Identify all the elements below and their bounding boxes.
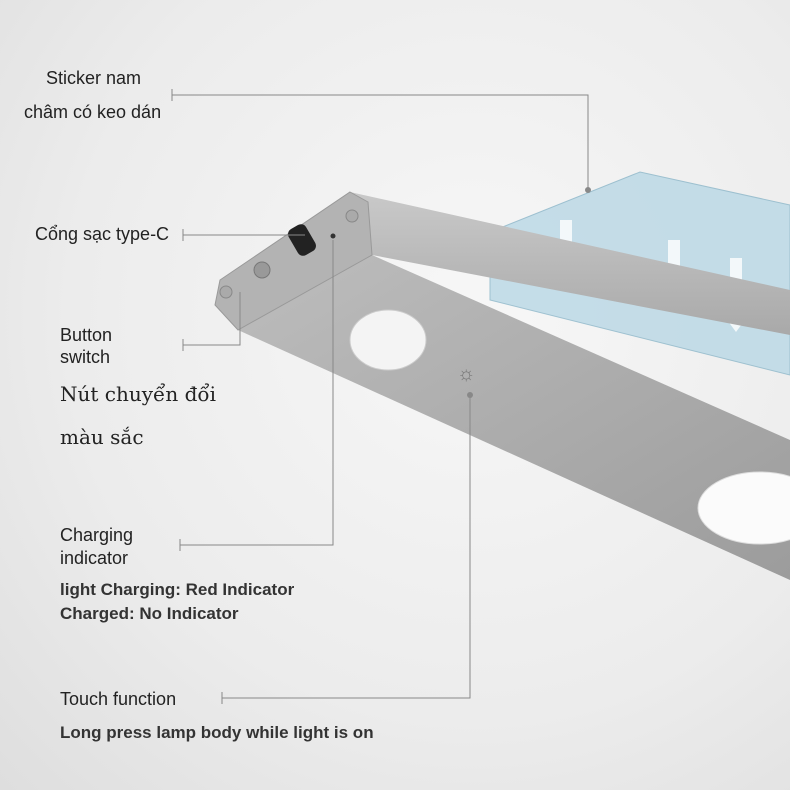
typec-port	[288, 224, 316, 256]
button-label-2: switch	[60, 347, 111, 367]
light-lens	[697, 471, 790, 545]
color-switch-label: Nút chuyển đổi	[60, 382, 217, 406]
charging-desc-2: Charged: No Indicator	[60, 604, 239, 623]
charging-label-2: indicator	[60, 548, 129, 568]
charging-label: Charging	[60, 525, 134, 545]
color-switch-label-2: màu sắc	[60, 425, 144, 449]
button-label: Button	[60, 325, 113, 345]
lamp-top-face	[350, 192, 790, 335]
typec-label: Cổng sạc type-C	[35, 224, 170, 244]
touch-label: Touch function	[60, 689, 177, 709]
charging-indicator	[330, 233, 336, 239]
button-switch	[253, 261, 271, 279]
sensor	[349, 309, 427, 371]
sticker-label: Sticker nam	[46, 68, 142, 88]
touch-desc: Long press lamp body while light is on	[60, 723, 374, 742]
lamp-end-cap	[214, 191, 373, 331]
sun-icon: ☼	[457, 363, 475, 385]
leader-lines	[171, 89, 589, 704]
charging-desc: light Charging: Red Indicator	[60, 580, 295, 599]
sticker-label-2: châm có keo dán	[24, 102, 162, 122]
